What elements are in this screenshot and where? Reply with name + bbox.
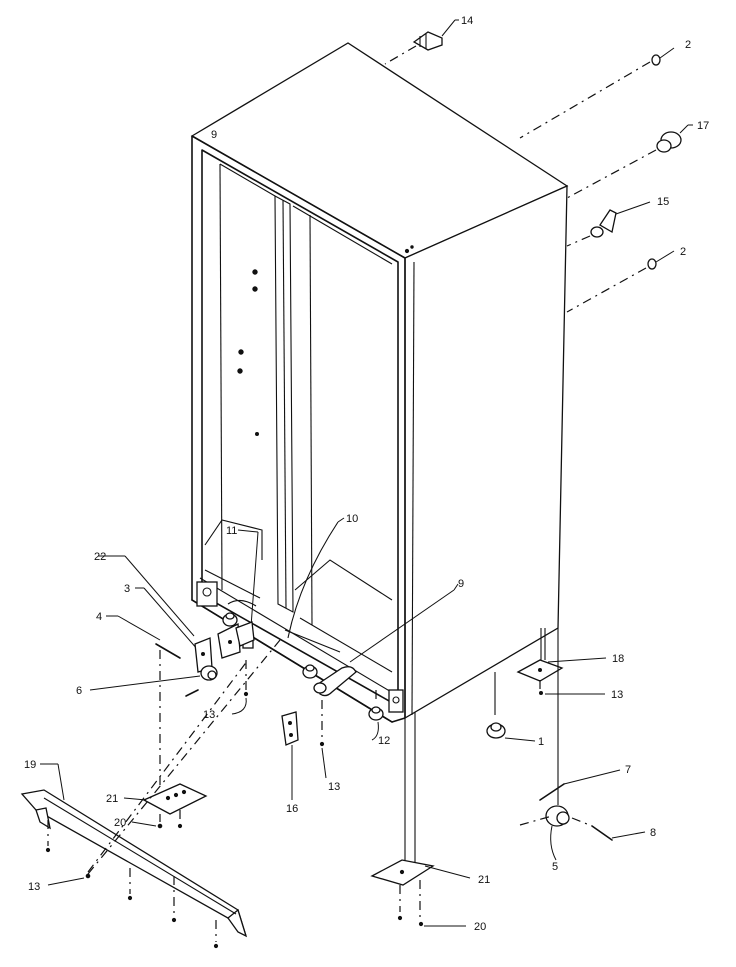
callout-22: 22 — [94, 551, 106, 563]
part-4-pin — [106, 615, 181, 659]
callout-13-grille: 13 — [28, 881, 40, 893]
callout-9: 9 — [458, 578, 464, 590]
part-14-plug — [384, 19, 459, 65]
part-5-roller — [519, 628, 570, 861]
callout-18: 18 — [612, 653, 624, 665]
callout-4: 4 — [96, 611, 102, 623]
part-21-left-hinge — [123, 650, 208, 829]
callout-17: 17 — [697, 120, 709, 132]
callout-20-right: 20 — [474, 921, 486, 933]
callout-13-left: 13 — [203, 709, 215, 721]
callout-13-right: 13 — [611, 689, 623, 701]
callout-labels: 14 2 17 15 2 10 11 22 3 9 4 18 6 13 13 1… — [24, 15, 709, 933]
part-2-upper-screw — [519, 47, 675, 139]
callout-6: 6 — [76, 685, 82, 697]
part-3-bracket — [135, 587, 213, 673]
callout-2-upper: 2 — [685, 39, 691, 51]
part-15-bracket — [566, 201, 651, 247]
callout-15: 15 — [657, 196, 669, 208]
part-16-bracket — [281, 711, 299, 800]
part-21-right-hinge — [370, 712, 471, 927]
refrigerator-cabinet: 9 — [190, 42, 569, 723]
part-18-hinge-plate — [516, 628, 607, 695]
part-22-hinge — [98, 555, 195, 637]
callout-21-right: 21 — [478, 874, 490, 886]
callout-16: 16 — [286, 803, 298, 815]
part-10-drain-line — [284, 517, 345, 653]
callout-7: 7 — [625, 764, 631, 776]
callout-3: 3 — [124, 583, 130, 595]
callout-13-center: 13 — [328, 781, 340, 793]
part-9-tube — [313, 583, 459, 697]
part-1-leveler — [486, 672, 536, 742]
part-12-leveler — [368, 690, 384, 741]
callout-8: 8 — [650, 827, 656, 839]
part-7-pin — [539, 769, 621, 801]
part-17-bushing — [566, 124, 693, 199]
part-13-center-screw — [319, 700, 327, 779]
callout-14: 14 — [461, 15, 473, 27]
callout-12: 12 — [378, 735, 390, 747]
callout-19: 19 — [24, 759, 36, 771]
callout-5: 5 — [552, 861, 558, 873]
callout-21-left: 21 — [106, 793, 118, 805]
part-center-levelers — [222, 612, 318, 679]
callout-11: 11 — [226, 525, 237, 537]
part-2-lower-screw — [566, 250, 675, 313]
part-hinge-assembly-left — [217, 599, 257, 659]
part-13-grille-screw — [47, 639, 281, 886]
svg-text:9: 9 — [211, 129, 217, 141]
part-8-screw — [571, 817, 646, 841]
callout-2-lower: 2 — [680, 246, 686, 258]
part-19-toe-grille — [20, 763, 248, 949]
part-13-left-screw — [231, 660, 249, 715]
part-6-roller — [89, 665, 218, 697]
callout-10: 10 — [346, 513, 358, 525]
callout-1: 1 — [538, 736, 544, 748]
callout-20-left: 20 — [114, 817, 126, 829]
